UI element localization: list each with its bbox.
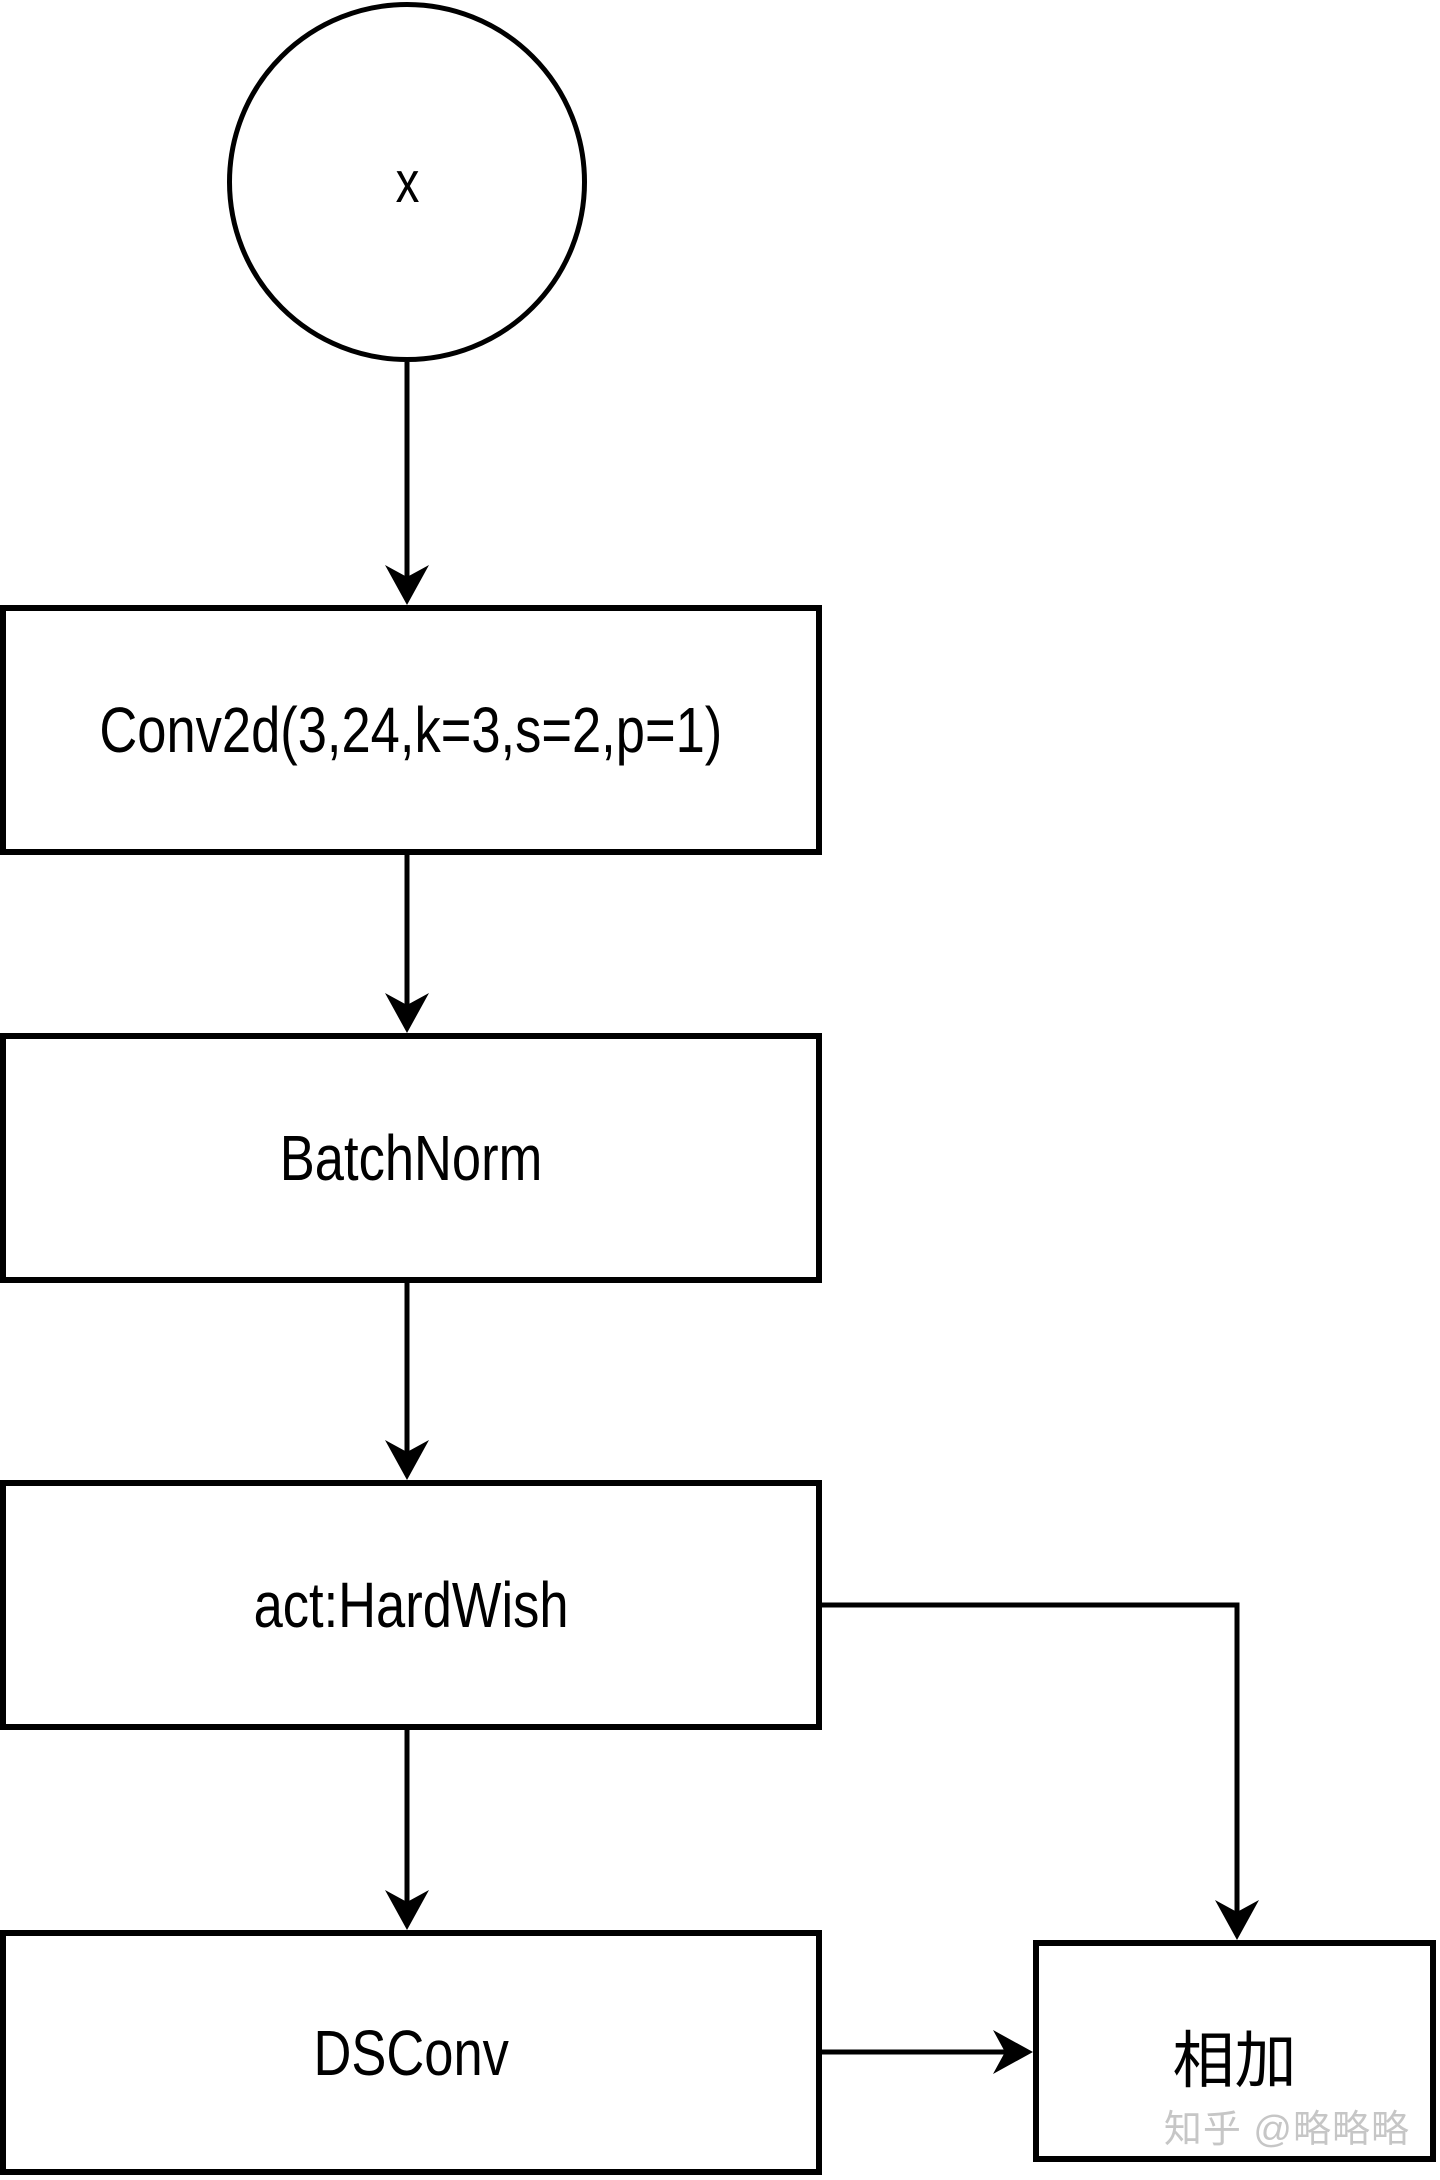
arrow-down-icon	[385, 1440, 429, 1480]
node-dsconv-label: DSConv	[313, 2016, 509, 2089]
edge-act-to-add	[819, 1602, 1259, 1940]
node-batchnorm: BatchNorm	[0, 1033, 822, 1283]
arrow-down-icon	[385, 993, 429, 1033]
arrow-right-icon	[993, 2030, 1033, 2074]
node-dsconv: DSConv	[0, 1930, 822, 2175]
node-act-hardwish-label: act:HardWish	[253, 1569, 569, 1641]
node-add-label: 相加	[1172, 2027, 1297, 2096]
node-input-x: x	[227, 2, 587, 362]
node-batchnorm-label: BatchNorm	[279, 1122, 543, 1194]
node-conv2d: Conv2d(3,24,k=3,s=2,p=1)	[0, 605, 822, 855]
edge-batchnorm-to-act	[385, 1280, 429, 1480]
edge-act-to-dsconv	[385, 1727, 429, 1930]
edge-dsconv-to-add	[819, 2030, 1033, 2074]
node-input-x-label: x	[395, 149, 419, 215]
node-add: 相加	[1033, 1940, 1436, 2162]
arrow-down-icon	[385, 1890, 429, 1930]
arrow-down-icon	[385, 565, 429, 605]
node-conv2d-label: Conv2d(3,24,k=3,s=2,p=1)	[99, 694, 723, 766]
arrow-down-icon	[1215, 1900, 1259, 1940]
node-act-hardwish: act:HardWish	[0, 1480, 822, 1730]
edge-x-to-conv	[385, 362, 429, 605]
edge-conv-to-batchnorm	[385, 852, 429, 1033]
watermark-zhihu: 知乎 @略略略	[1163, 2109, 1410, 2151]
